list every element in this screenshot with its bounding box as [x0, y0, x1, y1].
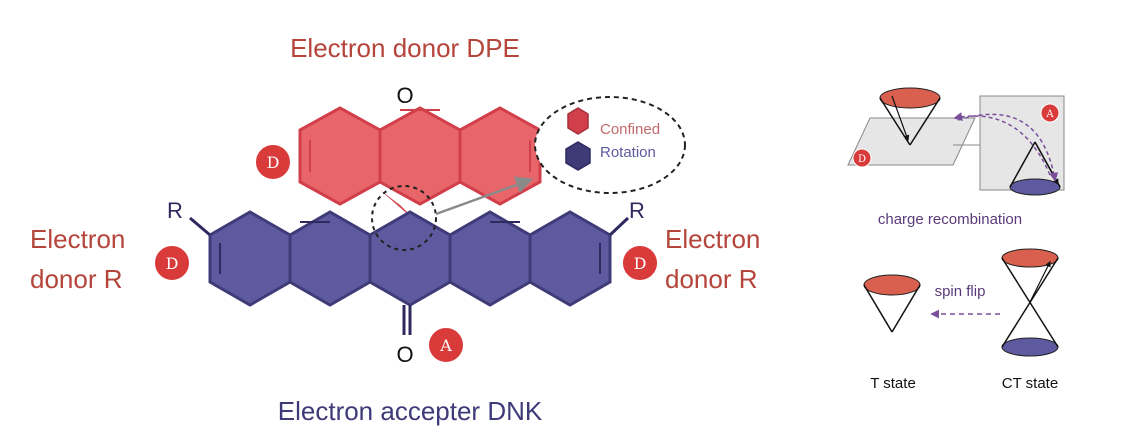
svg-text:D: D — [634, 254, 647, 273]
inset-blue-ring — [565, 141, 591, 171]
inset-red-ring — [567, 107, 589, 135]
donor-dpe-structure — [298, 106, 542, 225]
substituent-right-label: R — [629, 198, 645, 223]
left-donor-label-line1: Electron — [30, 224, 125, 254]
spin-flip-panel — [863, 248, 1059, 357]
donor-badge-right: D — [621, 244, 659, 282]
t-state-label: T state — [870, 375, 916, 392]
oxygen-top-label: O — [396, 83, 413, 108]
inset-label-rotation: Rotation — [600, 144, 656, 161]
mechanism-acceptor-badge: A — [1040, 103, 1060, 123]
acceptor-dnk-structure — [189, 210, 630, 335]
spiro-junction-highlight — [371, 185, 437, 251]
donor-dpe-title: Electron donor DPE — [290, 33, 520, 63]
acceptor-badge: A — [427, 326, 465, 364]
donor-badge-left: D — [153, 244, 191, 282]
svg-text:A: A — [439, 336, 452, 355]
charge-recombination-label: charge recombination — [878, 211, 1022, 228]
right-donor-label-line1: Electron — [665, 224, 760, 254]
svg-text:D: D — [858, 154, 866, 165]
zoom-arrow — [435, 176, 534, 216]
mechanism-donor-badge: D — [852, 148, 872, 168]
svg-text:D: D — [166, 254, 179, 273]
acceptor-dnk-title: Electron accepter DNK — [278, 396, 543, 426]
donor-badge-top: D — [254, 143, 292, 181]
right-donor-label-line2: donor R — [665, 264, 758, 294]
inset-label-confined: Confined — [600, 121, 660, 138]
oxygen-bottom-label: O — [396, 342, 413, 367]
recombination-panel — [847, 87, 1065, 196]
substituent-left-label: R — [167, 198, 183, 223]
svg-text:A: A — [1045, 109, 1054, 120]
spin-flip-label: spin flip — [935, 283, 986, 300]
svg-text:D: D — [267, 153, 280, 172]
ct-state-label: CT state — [1002, 375, 1058, 392]
left-donor-label-line2: donor R — [30, 264, 123, 294]
